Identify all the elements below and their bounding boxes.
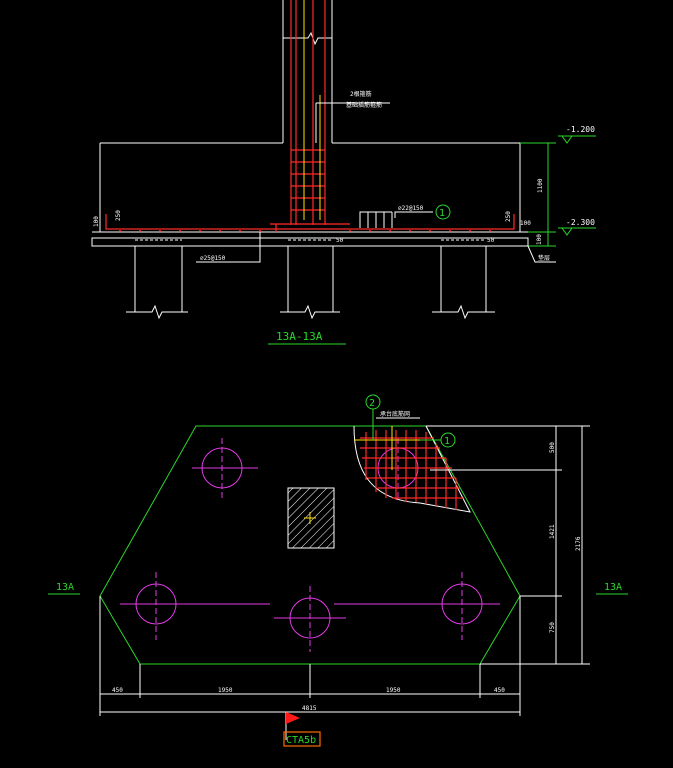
section-title: 13A-13A: [276, 330, 323, 343]
note-text-1: 2根箍筋: [350, 90, 372, 98]
cushion-layer: [91, 237, 529, 247]
column-center-mark: [304, 512, 316, 524]
pile-bottom-right: [334, 572, 500, 640]
section-mark-right: 13A: [604, 582, 622, 593]
elevation-dim-lines: [520, 142, 556, 247]
dim-left-250: 250: [115, 210, 122, 221]
dim-2176: 2176: [575, 536, 582, 551]
dim-500: 500: [549, 442, 556, 453]
elev-top-label: -1.200: [566, 125, 595, 134]
dim-50-a: 50: [336, 237, 344, 244]
step-detail: [359, 211, 393, 228]
rebar-grid-detail: [353, 425, 471, 513]
dim-right-250: 250: [505, 211, 512, 222]
dim-50-b: 50: [487, 237, 495, 244]
column-rebars: [290, 0, 326, 225]
rebar-top-label: ⌀22@150: [398, 205, 424, 212]
note-leader: [315, 102, 390, 143]
callout-1-text: 1: [439, 208, 445, 219]
dim-right-100: 100: [520, 220, 531, 227]
dowel-bars: [303, 0, 321, 220]
dim-750: 750: [549, 622, 556, 633]
piles: [126, 239, 495, 320]
cushion-label: 垫层: [538, 254, 550, 262]
plan-horizontal-dims: [99, 596, 521, 716]
footing-outline: [99, 142, 521, 232]
cap-tag-text: CTA5b: [286, 735, 316, 746]
bottom-rebar-mat: [105, 214, 515, 230]
dim-1950-right: 1950: [386, 687, 401, 694]
dim-bottom-100: 100: [536, 234, 543, 245]
dim-height-1100: 1100: [537, 178, 544, 193]
pile-bottom-left: [120, 572, 270, 640]
rebar-bottom-label: ⌀25@150: [200, 255, 226, 262]
column-outline: [282, 0, 333, 143]
plan-vertical-dims: [426, 425, 590, 665]
plan-callout-2-text: 2: [369, 398, 375, 409]
dim-450-left: 450: [112, 687, 123, 694]
rebar-top-leader: [394, 211, 433, 218]
cap-tag-box[interactable]: [283, 731, 321, 747]
plan-note-text: 承台底筋网: [380, 410, 410, 418]
column-stirrups: [291, 149, 325, 211]
callout-1-circle: [435, 204, 451, 220]
section-view: 2根箍筋 基础插筋箍筋 ⌀22@150 1 ⌀25@150 100 250 25…: [91, 0, 596, 345]
elevation-markers: [558, 135, 596, 236]
rebar-dots: [119, 230, 491, 232]
dim-total: 4815: [302, 705, 317, 712]
dim-left-100: 100: [93, 216, 100, 227]
rebar-bottom-leader: [196, 232, 261, 263]
dim-1950-left: 1950: [218, 687, 233, 694]
cushion-leader: [527, 245, 556, 263]
pile-top-left: [192, 438, 258, 500]
dim-1421: 1421: [549, 524, 556, 539]
elev-bottom-label: -2.300: [566, 218, 595, 227]
plan-view: 承台底筋网 2 1 13A 13A 500 1421 2176 750 450 …: [48, 394, 628, 747]
flag-icon: [286, 712, 300, 724]
column-base-hook: [270, 223, 350, 232]
pile-bottom-center: [274, 586, 346, 652]
pile-top-right: [368, 438, 432, 500]
dim-450-right: 450: [494, 687, 505, 694]
section-mark-left: 13A: [56, 582, 74, 593]
note-text-2: 基础插筋箍筋: [346, 101, 382, 109]
plan-callout-1-text: 1: [444, 436, 450, 447]
